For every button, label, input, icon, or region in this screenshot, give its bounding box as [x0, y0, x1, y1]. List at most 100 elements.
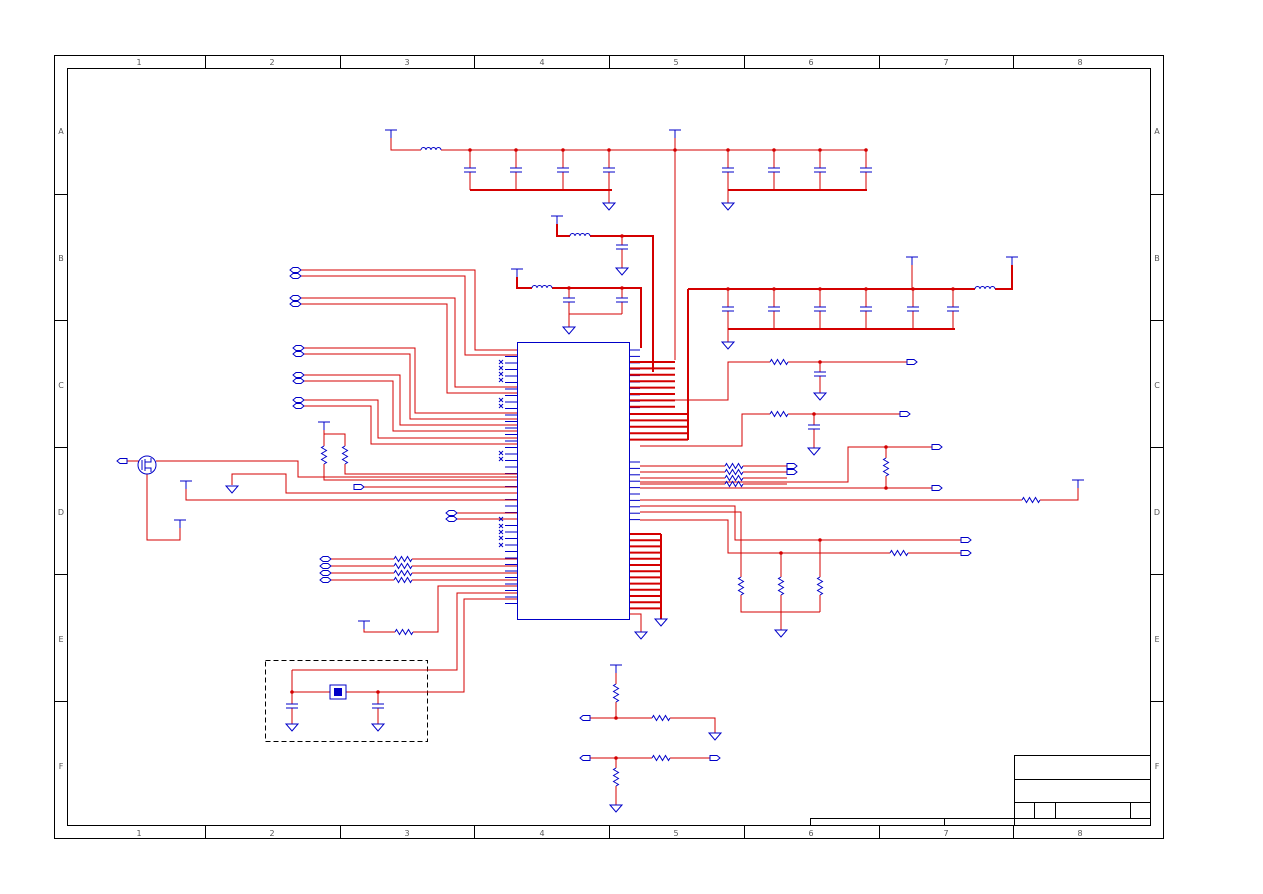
no-connect-mark: [498, 516, 504, 522]
net-wire: [1040, 488, 1079, 501]
port-symbol: [899, 411, 911, 417]
net-wire: [640, 505, 961, 541]
junction-dot: [620, 234, 624, 238]
zone-col-top-3: 3: [404, 58, 409, 67]
resistor-symbol: [341, 445, 349, 465]
power-port-symbol: [180, 480, 192, 489]
ground-symbol: [284, 723, 300, 732]
zone-row-right-B: B: [1154, 254, 1160, 263]
port-symbol: [292, 351, 305, 357]
net-wire: [552, 287, 642, 348]
junction-dot: [772, 148, 776, 152]
net-wire: [590, 235, 654, 372]
ground-symbol: [224, 485, 240, 494]
junction-dot: [614, 716, 618, 720]
no-connect-mark: [498, 535, 504, 541]
junction-dot: [726, 148, 730, 152]
resistor-symbol: [651, 754, 671, 762]
port-symbol: [960, 537, 972, 543]
capacitor-symbol: [510, 167, 522, 173]
resistor-symbol: [737, 576, 745, 596]
ground-symbol: [370, 723, 386, 732]
resistor-symbol: [724, 480, 744, 488]
net-wire: [304, 347, 517, 414]
net-wire: [413, 585, 517, 633]
port-symbol: [319, 556, 332, 562]
inductor-symbol: [420, 147, 442, 151]
junction-dot: [561, 148, 565, 152]
port-symbol: [289, 267, 302, 273]
inductor-symbol: [531, 285, 553, 289]
ground-symbol: [806, 447, 822, 456]
net-wire: [304, 405, 517, 445]
net-wire: [304, 380, 517, 432]
capacitor-symbol: [814, 167, 826, 173]
net-wire: [185, 489, 517, 501]
zone-col-bottom-3: 3: [404, 829, 409, 838]
net-wire: [630, 613, 642, 632]
resistor-symbol: [1021, 496, 1041, 504]
resistor-symbol: [394, 628, 414, 636]
net-wire: [995, 265, 1013, 290]
ground-symbol: [720, 341, 736, 350]
zone-row-left-B: B: [58, 254, 64, 263]
power-port-symbol: [1072, 479, 1084, 488]
power-port-symbol: [551, 215, 563, 224]
power-port-symbol: [358, 620, 370, 629]
junction-dot: [290, 690, 294, 694]
junction-dot: [567, 286, 571, 290]
net-wire: [231, 473, 517, 494]
ground-symbol: [653, 618, 669, 627]
capacitor-symbol: [616, 244, 628, 250]
no-connect-mark: [498, 456, 504, 462]
resistor-symbol: [724, 462, 744, 470]
junction-dot: [779, 551, 783, 555]
junction-dot: [818, 360, 822, 364]
port-symbol: [579, 755, 591, 761]
resistor-symbol: [612, 767, 620, 787]
net-wire: [304, 399, 517, 439]
net-wire: [640, 511, 742, 577]
capacitor-symbol: [814, 306, 826, 312]
port-symbol: [292, 397, 305, 403]
ground-symbol: [633, 631, 649, 640]
resistor-symbol: [769, 410, 789, 418]
net-wire: [346, 598, 517, 693]
wire-layer: [127, 138, 1079, 805]
no-connect-mark: [498, 403, 504, 409]
resistor-symbol: [777, 576, 785, 596]
ground-symbol: [561, 326, 577, 335]
zone-row-right-F: F: [1155, 762, 1160, 771]
net-wire: [363, 629, 395, 633]
zone-col-top-7: 7: [943, 58, 948, 67]
net-wire: [640, 361, 770, 401]
port-symbol: [786, 463, 798, 469]
capacitor-symbol: [557, 167, 569, 173]
zone-col-top-8: 8: [1077, 58, 1082, 67]
zone-col-top-2: 2: [269, 58, 274, 67]
zone-row-left-C: C: [58, 381, 64, 390]
net-wire: [301, 297, 517, 388]
zone-col-top-6: 6: [808, 58, 813, 67]
resistor-symbol: [393, 555, 413, 563]
zone-col-bottom-5: 5: [673, 829, 678, 838]
ground-symbol: [601, 202, 617, 211]
port-symbol: [319, 570, 332, 576]
junction-dot: [514, 148, 518, 152]
capacitor-symbol: [616, 297, 628, 303]
component-layer: [116, 129, 1084, 813]
port-symbol: [709, 755, 721, 761]
power-port-symbol: [1006, 256, 1018, 265]
junction-dot: [468, 148, 472, 152]
port-symbol: [292, 403, 305, 409]
power-port-symbol: [610, 664, 622, 673]
net-wire: [301, 275, 517, 356]
no-connect-mark: [498, 542, 504, 548]
net-wire: [323, 464, 517, 481]
port-symbol: [292, 372, 305, 378]
zone-markers: 1 2 3 4 5 6 7 8 1 2 3 4 5 6 7 8 A B C D …: [54, 55, 1164, 839]
no-connect-mark: [498, 365, 504, 371]
zone-row-right-C: C: [1154, 381, 1160, 390]
junction-dot: [818, 538, 822, 542]
port-symbol: [960, 550, 972, 556]
